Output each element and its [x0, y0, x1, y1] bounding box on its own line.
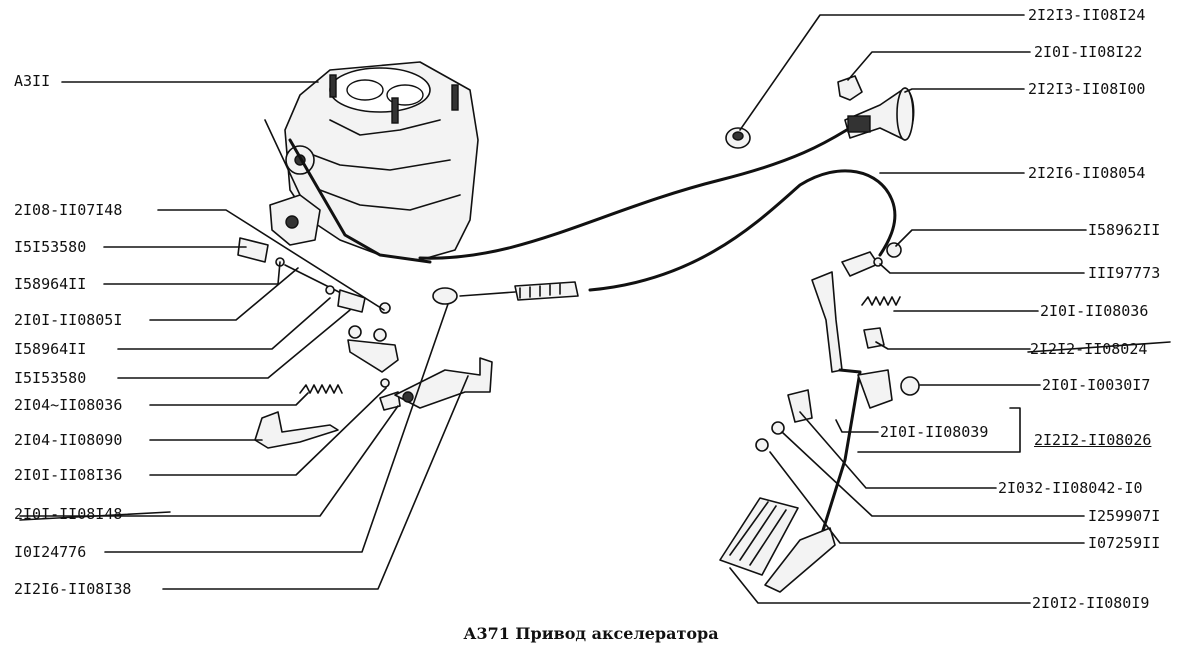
label-21012-1108019: 2I0I2-II080I9	[1032, 594, 1150, 612]
label-2104-1108090: 2I04-II08090	[14, 431, 123, 449]
label-21213-1108100: 2I2I3-II08I00	[1028, 80, 1146, 98]
label-11197773: III97773	[1088, 264, 1161, 282]
dash-fitting	[837, 75, 915, 141]
label-2101-1108148: 2I0I-II08I48	[14, 505, 123, 523]
label-21212-1108024: 2I2I2-II08024	[1030, 340, 1148, 358]
label-15896411-a: I58964II	[14, 275, 87, 293]
label-15896411-b: I58964II	[14, 340, 87, 358]
label-21212-1108026: 2I2I2-II08026	[1034, 431, 1152, 449]
label-15896211: I58962II	[1088, 221, 1161, 239]
label-21216-1108138: 2I2I6-II08I38	[14, 580, 132, 598]
mount-brackets	[254, 357, 493, 449]
left-small-parts	[237, 237, 401, 411]
label-21213-1108124: 2I2I3-II08I24	[1028, 6, 1146, 24]
accelerator-cable-main	[418, 126, 852, 260]
label-21032-1108042-10: 2I032-II08042-I0	[998, 479, 1143, 497]
leader-lines	[19, 14, 1171, 604]
label-2108-1107148: 2I08-II07I48	[14, 201, 123, 219]
label-12599071: I259907I	[1088, 507, 1161, 525]
springs	[299, 296, 901, 394]
cable-end-fitting	[432, 281, 579, 305]
label-2101-1108039: 2I0I-II08039	[880, 423, 989, 441]
label-21216-1108054: 2I2I6-II08054	[1028, 164, 1146, 182]
pedal-assembly	[755, 271, 920, 542]
label-10124776: I0I24776	[14, 543, 87, 561]
accelerator-cable-sheath	[588, 169, 897, 292]
label-2101-1108122: 2I0I-II08I22	[1034, 43, 1143, 61]
grommet	[725, 127, 751, 149]
cable-bracket-right	[841, 242, 902, 277]
label-15153580-a: I5I53580	[14, 238, 87, 256]
label-2101-1108036: 2I0I-II08036	[1040, 302, 1149, 320]
label-a311: A3II	[14, 72, 51, 90]
label-10725911: I07259II	[1088, 534, 1161, 552]
pedal-pads	[719, 497, 836, 593]
label-15153580-b: I5I53580	[14, 369, 87, 387]
label-2104-1108036: 2I04~II08036	[14, 396, 123, 414]
carburetor	[264, 61, 479, 264]
label-2101-1108136: 2I0I-II08I36	[14, 466, 123, 484]
figure-caption: А371 Привод акселератора	[463, 624, 719, 643]
label-2101-1108051: 2I0I-II0805I	[14, 311, 123, 329]
label-2101-1003017: 2I0I-I0030I7	[1042, 376, 1151, 394]
